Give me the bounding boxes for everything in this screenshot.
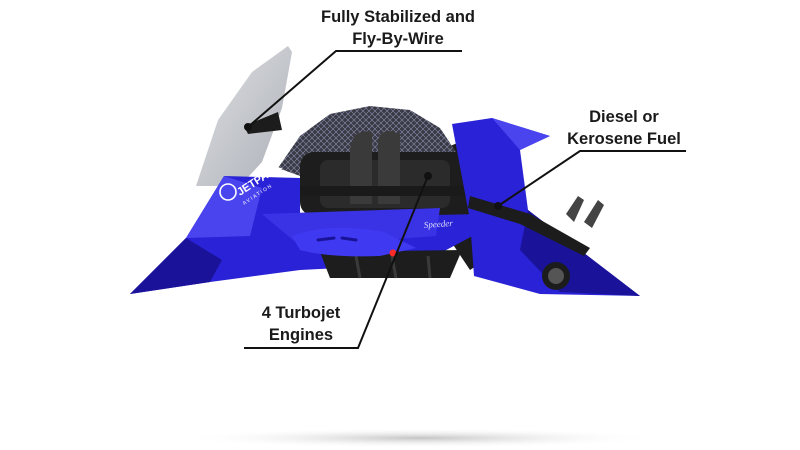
callout-fuel-line1: Diesel or [589, 108, 659, 126]
exhaust-stacks [566, 196, 604, 228]
logo-emblem-icon [219, 183, 237, 201]
nose-facet [130, 238, 222, 294]
rear-tail [452, 118, 640, 296]
windshield [196, 46, 292, 186]
upper-facet [186, 176, 262, 238]
leader-line-stabilized [247, 50, 462, 128]
callout-fuel-line2: Kerosene Fuel [567, 130, 681, 148]
callout-engines-line1: 4 Turbojet [261, 304, 341, 322]
leader-dot-engines [424, 172, 432, 180]
callout-engines-line2: Engines [268, 326, 334, 344]
leader-dot-stabilized [244, 123, 252, 131]
control-stick [244, 112, 282, 134]
leader-line-engines [244, 175, 429, 349]
callout-stabilized-line2: Fly-By-Wire [352, 30, 444, 48]
leader-line-fuel [497, 150, 686, 207]
callout-stabilized: Fully Stabilized and Fly-By-Wire [300, 6, 496, 50]
fender-vent [316, 236, 358, 242]
tail-light [389, 249, 397, 257]
rear-fin-facet [492, 118, 550, 150]
intake-pipes [350, 131, 400, 204]
pod-lines [354, 255, 432, 279]
rear-nozzle-inner [548, 268, 564, 284]
callout-engines: 4 Turbojet Engines [244, 302, 358, 346]
side-script-text: Speeder [423, 218, 453, 230]
ground-shadow [180, 428, 660, 448]
frame-bar [268, 186, 478, 196]
leader-dot-fuel [494, 202, 502, 210]
side-fender [292, 227, 416, 257]
callout-stabilized-line1: Fully Stabilized and [320, 8, 476, 26]
rear-strut [468, 196, 590, 256]
callout-fuel: Diesel or Kerosene Fuel [560, 106, 688, 150]
